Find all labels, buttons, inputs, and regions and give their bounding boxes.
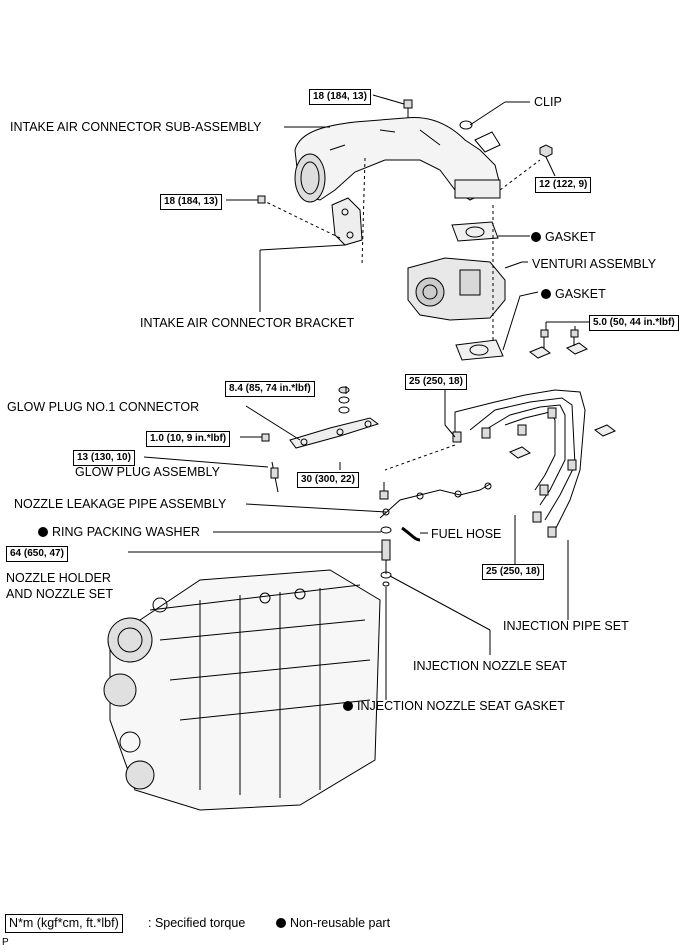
label-injection-pipe-set: INJECTION PIPE SET xyxy=(503,619,629,633)
non-reusable-dot-icon xyxy=(541,289,551,299)
non-reusable-dot-icon xyxy=(38,527,48,537)
nozzle-leakage-pipe-drawing xyxy=(245,462,492,519)
gasket-lower-drawing xyxy=(455,291,539,361)
intake-air-connector-drawing xyxy=(294,116,501,203)
label-nozzle-leakage-pipe-assembly: NOZZLE LEAKAGE PIPE ASSEMBLY xyxy=(14,497,227,511)
label-venturi-assembly: VENTURI ASSEMBLY xyxy=(532,257,657,271)
non-reusable-dot-icon xyxy=(343,701,353,711)
label-intake-air-connector-sub-assembly: INTAKE AIR CONNECTOR SUB-ASSEMBLY xyxy=(10,120,262,134)
label-nozzle-holder-line2: AND NOZZLE SET xyxy=(6,587,113,601)
label-intake-air-connector-bracket: INTAKE AIR CONNECTOR BRACKET xyxy=(140,316,355,330)
torque-box-nut-12: 12 (122, 9) xyxy=(535,177,592,193)
torque-box-8-4: 8.4 (85, 74 in.*lbf) xyxy=(225,381,315,397)
label-fuel-hose: FUEL HOSE xyxy=(431,527,502,541)
engine-block-drawing xyxy=(103,569,381,811)
label-gasket-upper: GASKET xyxy=(531,231,596,244)
venturi-drawing xyxy=(407,205,528,345)
legend-nonreusable: Non-reusable part xyxy=(276,917,390,930)
torque-box-25-top: 25 (250, 18) xyxy=(405,374,467,390)
label-injection-nozzle-seat-gasket: INJECTION NOZZLE SEAT GASKET xyxy=(343,700,565,713)
label-nozzle-holder-line1: NOZZLE HOLDER xyxy=(6,571,111,585)
label-gasket-lower: GASKET xyxy=(541,288,606,301)
fuel-hose-drawing xyxy=(401,526,428,542)
gasket-upper-drawing xyxy=(451,221,530,242)
label-glow-plug-no1-connector: GLOW PLUG NO.1 CONNECTOR xyxy=(7,400,200,414)
torque-box-25-bottom: 25 (250, 18) xyxy=(482,564,544,580)
label-clip: CLIP xyxy=(534,95,562,109)
label-injection-nozzle-seat: INJECTION NOZZLE SEAT xyxy=(413,659,567,673)
legend-torque-text: : Specified torque xyxy=(148,916,246,930)
glow-plug-connector-drawing xyxy=(240,386,380,449)
bolt-top-drawing xyxy=(372,94,413,118)
torque-box-bolt-top: 18 (184, 13) xyxy=(309,89,371,105)
label-glow-plug-assembly: GLOW PLUG ASSEMBLY xyxy=(75,465,220,479)
label-ring-packing-washer: RING PACKING WASHER xyxy=(38,526,200,539)
bracket-drawing xyxy=(226,157,366,312)
non-reusable-dot-icon xyxy=(531,232,541,242)
torque-box-1-0: 1.0 (10, 9 in.*lbf) xyxy=(146,431,231,447)
injection-pipes-drawing xyxy=(384,321,616,620)
torque-box-5-0: 5.0 (50, 44 in.*lbf) xyxy=(589,315,679,331)
nut-right-drawing xyxy=(499,144,556,191)
nozzle-holder-drawing xyxy=(128,526,491,700)
torque-box-bracket-bolt: 18 (184, 13) xyxy=(160,194,222,210)
torque-box-13: 13 (130, 10) xyxy=(73,450,135,466)
clip-drawing xyxy=(459,101,530,130)
non-reusable-dot-icon xyxy=(276,918,286,928)
torque-box-30: 30 (300, 22) xyxy=(297,472,359,488)
legend-torque-box: N*m (kgf*cm, ft.*lbf) xyxy=(5,914,123,933)
torque-box-64: 64 (650, 47) xyxy=(6,546,68,562)
corner-letter: P xyxy=(2,937,9,948)
glow-plug-drawing xyxy=(143,456,279,493)
